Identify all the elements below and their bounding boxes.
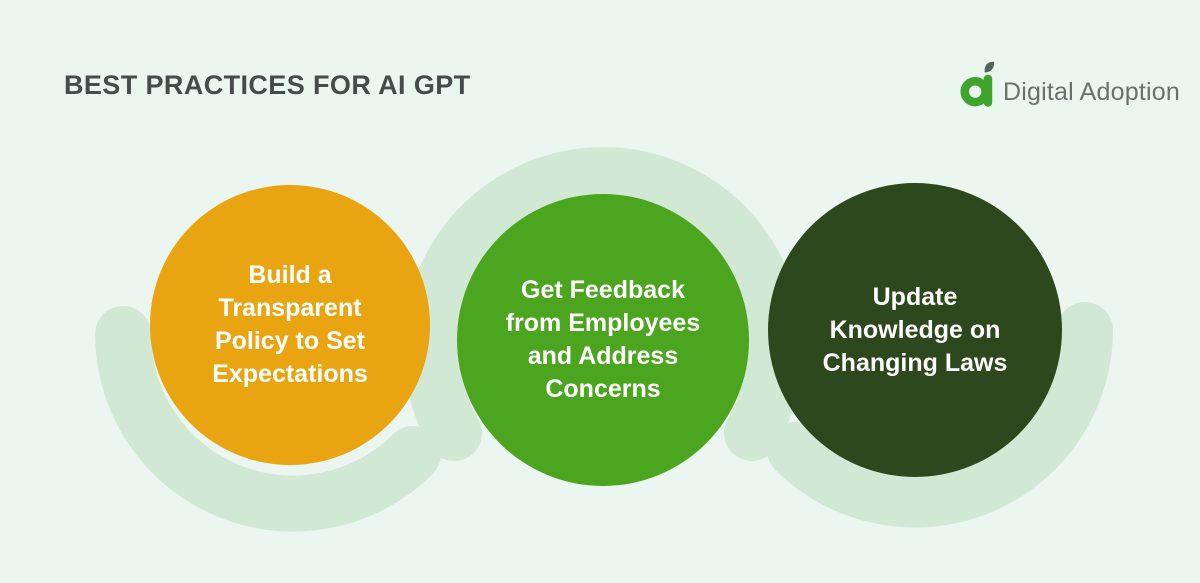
step-circle-transparent-policy: Build a Transparent Policy to Set Expect… (150, 185, 430, 465)
step-label-line: Update (872, 282, 958, 311)
step-label-line: and Address (527, 342, 679, 370)
step-label: Update Knowledge on Changing Laws (790, 281, 1040, 380)
step-circle-get-feedback: Get Feedback from Employees and Address … (457, 194, 749, 486)
step-label-line: Build a (248, 261, 332, 289)
step-label-line: Get Feedback (521, 276, 685, 304)
brand-logo: Digital Adoption (960, 60, 1180, 110)
left-wave-arc (95, 306, 441, 532)
brand-logo-text: Digital Adoption (1003, 78, 1180, 106)
step-label-line: Changing Laws (822, 348, 1008, 377)
step-label: Get Feedback from Employees and Address … (472, 274, 734, 406)
digital-adoption-logo-icon (960, 61, 995, 107)
step-label: Build a Transparent Policy to Set Expect… (173, 259, 408, 391)
step-label-line: Knowledge on (829, 315, 1001, 344)
step-label-line: Transparent (218, 294, 362, 322)
step-label-line: Policy to Set (214, 327, 366, 355)
step-label-line: Expectations (212, 360, 368, 388)
page-title: BEST PRACTICES FOR AI GPT (64, 70, 471, 100)
step-circle-update-knowledge: Update Knowledge on Changing Laws (768, 183, 1062, 477)
right-wave-arc (767, 302, 1113, 528)
step-label-line: Concerns (545, 375, 661, 403)
step-label-line: from Employees (505, 309, 701, 337)
